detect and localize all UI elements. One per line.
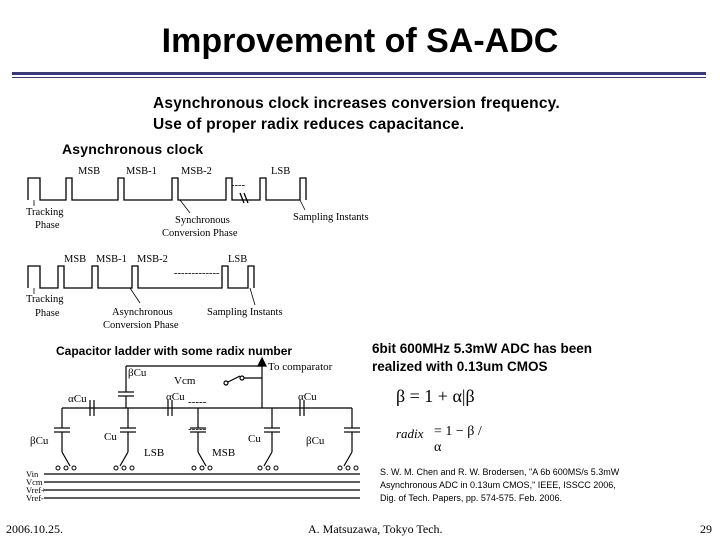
sync-label-lsb: LSB: [271, 166, 290, 177]
slide-title: Improvement of SA-ADC: [161, 22, 559, 60]
sync-waveform: [27, 177, 307, 204]
label-msb: MSB: [212, 447, 235, 459]
label-to-comparator: To comparator: [268, 361, 333, 373]
label-vref-plus: Vref+: [26, 485, 46, 495]
citation-line-2: Asynchronous ADC in 0.13um CMOS," IEEE, …: [380, 480, 616, 490]
async-phase: Phase: [35, 308, 60, 319]
label-lsb: LSB: [144, 447, 164, 459]
sync-phase: Phase: [35, 220, 60, 231]
section-label: Asynchronous clock: [62, 141, 204, 157]
async-label-msb1: MSB-1: [96, 254, 127, 265]
label-dashes-2: -----: [188, 423, 207, 435]
formula-beta: β = 1 + α|β: [396, 386, 475, 406]
label-beta-cu-top: βCu: [128, 367, 147, 379]
bullet-1: Asynchronous clock increases conversion …: [153, 95, 560, 112]
footer-page-number: 29: [700, 522, 712, 536]
sync-phase-name: Synchronous: [175, 215, 230, 226]
result-line-1: 6bit 600MHz 5.3mW ADC has been: [372, 341, 593, 356]
sync-label-dash: ----: [231, 180, 245, 191]
title-rule: [12, 72, 706, 75]
sync-sampling: Sampling Instants: [293, 212, 369, 223]
label-alpha-cu-right: αCu: [298, 391, 317, 403]
label-alpha-cu-left: αCu: [68, 393, 87, 405]
formula-radix: radix = 1 − β / α: [372, 414, 482, 455]
label-alpha-cu-mid: αCu: [166, 391, 185, 403]
async-phase-name: Asynchronous: [112, 307, 173, 318]
label-dashes-1: -----: [188, 396, 207, 408]
citation-line-3: Dig. of Tech. Papers, pp. 574-575. Feb. …: [380, 493, 562, 503]
label-beta-cu-right: βCu: [306, 435, 325, 447]
label-vref-minus: Vref-: [26, 493, 44, 503]
title-rule-thin: [12, 77, 706, 78]
sync-label-msb1: MSB-1: [126, 166, 157, 177]
sync-label-msb: MSB: [78, 166, 100, 177]
footer-author: A. Matsuzawa, Tokyo Tech.: [308, 522, 443, 536]
result-line-2: realized with 0.13um CMOS: [372, 359, 548, 374]
formula-radix-label: radix: [396, 426, 424, 441]
footer-date: 2006.10.25.: [6, 522, 63, 536]
sync-phase-name2: Conversion Phase: [162, 228, 238, 239]
citation-line-1: S. W. M. Chen and R. W. Brodersen, "A 6b…: [380, 467, 620, 477]
label-vcm2: Vcm: [26, 477, 43, 487]
label-vin: Vin: [26, 469, 39, 479]
label-vcm: Vcm: [174, 375, 196, 387]
bullet-2: Use of proper radix reduces capacitance.: [153, 116, 465, 133]
label-cu-right: Cu: [248, 433, 261, 445]
async-tracking: Tracking: [26, 294, 64, 305]
async-phase-name2: Conversion Phase: [103, 320, 179, 331]
async-label-dash: -------------: [174, 268, 220, 279]
result-text: 6bit 600MHz 5.3mW ADC has been realized …: [372, 340, 592, 376]
sync-tracking: Tracking: [26, 207, 64, 218]
async-label-msb2: MSB-2: [137, 254, 168, 265]
circuit-caption: Capacitor ladder with some radix number: [56, 344, 293, 358]
formula-radix-expr: = 1 − β / α: [434, 424, 482, 455]
sync-label-msb2: MSB-2: [181, 166, 212, 177]
label-beta-cu-left: βCu: [30, 435, 49, 447]
async-waveform: [27, 265, 255, 289]
async-label-lsb: LSB: [228, 254, 247, 265]
async-label-msb: MSB: [64, 254, 86, 265]
async-sampling: Sampling Instants: [207, 307, 283, 318]
citation: S. W. M. Chen and R. W. Brodersen, "A 6b…: [380, 466, 619, 505]
label-cu-left: Cu: [104, 431, 117, 443]
